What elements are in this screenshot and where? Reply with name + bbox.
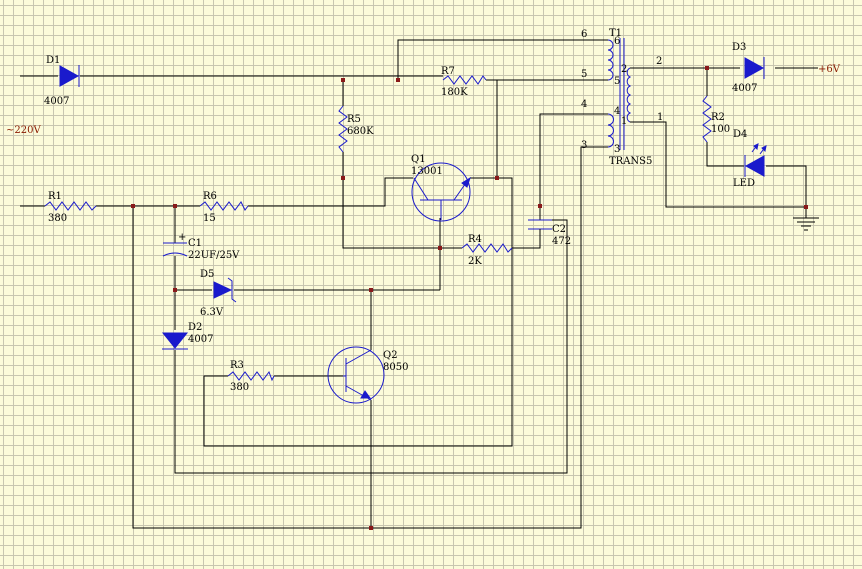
r3-ref: R3 xyxy=(230,360,244,371)
t1-pin-5: 5 xyxy=(581,69,587,80)
t1-pin-2: 2 xyxy=(656,56,662,67)
d1-value: 4007 xyxy=(44,96,69,107)
zener-d5[interactable] xyxy=(213,277,237,303)
coil-pin-1: 1 xyxy=(621,116,627,127)
output-port-label: +6V xyxy=(818,64,841,75)
coil-pin-4: 4 xyxy=(614,106,620,117)
junction xyxy=(131,204,135,208)
resistor-r6[interactable] xyxy=(199,201,249,211)
r7-ref: R7 xyxy=(441,66,455,77)
junction xyxy=(341,176,345,180)
r6-ref: R6 xyxy=(203,191,217,202)
junction xyxy=(538,204,542,208)
c1-value: 22UF/25V xyxy=(188,250,240,261)
t1-ref: T1 xyxy=(609,28,622,39)
r5-value: 680K xyxy=(347,126,374,137)
junction xyxy=(804,205,808,209)
diode-d2[interactable] xyxy=(161,332,189,350)
resistor-r1[interactable] xyxy=(44,201,97,211)
resistor-r4[interactable] xyxy=(461,243,513,253)
d3-ref: D3 xyxy=(732,42,746,53)
junction xyxy=(369,526,373,530)
junction xyxy=(396,78,400,82)
d1-ref: D1 xyxy=(46,55,60,66)
diode-d1[interactable] xyxy=(59,65,80,87)
t1-pin-3: 3 xyxy=(581,140,587,151)
q2-value: 8050 xyxy=(383,362,408,373)
r3-value: 380 xyxy=(230,382,249,393)
junction xyxy=(341,78,345,82)
c1-ref: C1 xyxy=(188,238,202,249)
d4-value: LED xyxy=(733,178,755,189)
junction xyxy=(173,288,177,292)
coil-pin-3: 3 xyxy=(614,144,620,155)
svg-text:+: + xyxy=(178,232,186,243)
input-port-label: ~220V xyxy=(6,125,41,136)
capacitor-c1[interactable]: + xyxy=(162,232,188,257)
junction xyxy=(705,66,709,70)
d2-value: 4007 xyxy=(188,334,213,345)
junction xyxy=(173,204,177,208)
wires xyxy=(20,39,818,529)
ground-symbol xyxy=(793,217,819,231)
resistor-r7[interactable] xyxy=(442,75,487,85)
d4-ref: D4 xyxy=(733,129,747,140)
junctions xyxy=(131,66,808,530)
t1-pin-1: 1 xyxy=(657,112,663,123)
d5-ref: D5 xyxy=(200,269,214,280)
coil-pin-2: 2 xyxy=(621,64,627,75)
junction xyxy=(495,176,499,180)
q1-ref: Q1 xyxy=(411,154,426,165)
q2-ref: Q2 xyxy=(383,350,398,361)
led-d4[interactable] xyxy=(744,143,767,177)
t1-pin-4: 4 xyxy=(581,99,587,110)
d3-value: 4007 xyxy=(732,83,757,94)
capacitor-c2[interactable] xyxy=(528,219,552,235)
r2-value: 100 xyxy=(711,124,730,135)
transistor-q1[interactable] xyxy=(411,162,471,222)
labels: D1 4007 ~220V R1 380 R6 15 R5 680K R7 18… xyxy=(6,28,841,393)
c2-ref: C2 xyxy=(552,224,566,235)
r2-ref: R2 xyxy=(711,112,725,123)
r6-value: 15 xyxy=(203,213,216,224)
diode-d3[interactable] xyxy=(744,57,765,79)
transistor-q2[interactable] xyxy=(327,346,385,404)
c2-value: 472 xyxy=(552,236,571,247)
q1-value: 13001 xyxy=(411,166,443,177)
r1-ref: R1 xyxy=(48,191,62,202)
d2-ref: D2 xyxy=(188,322,202,333)
transformer-t1[interactable] xyxy=(607,38,632,150)
t1-value: TRANS5 xyxy=(609,156,652,167)
coil-pin-6: 6 xyxy=(614,36,620,47)
resistor-r3[interactable] xyxy=(227,370,275,382)
junction xyxy=(369,288,373,292)
r7-value: 180K xyxy=(441,87,468,98)
r4-value: 2K xyxy=(468,256,482,267)
resistor-r2[interactable] xyxy=(702,95,712,143)
r5-ref: R5 xyxy=(347,114,361,125)
t1-pin-6: 6 xyxy=(581,29,587,40)
r1-value: 380 xyxy=(48,213,67,224)
resistor-r5[interactable] xyxy=(338,105,348,153)
d5-value: 6.3V xyxy=(200,307,224,318)
junction xyxy=(438,246,442,250)
r4-ref: R4 xyxy=(468,234,482,245)
coil-pin-5: 5 xyxy=(614,76,620,87)
